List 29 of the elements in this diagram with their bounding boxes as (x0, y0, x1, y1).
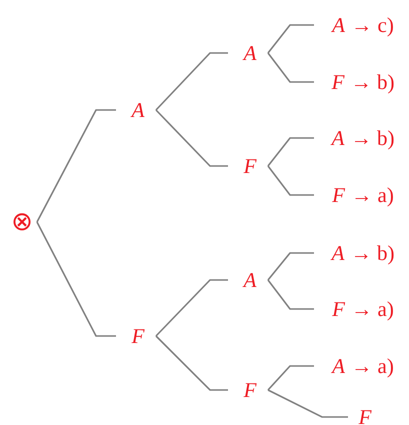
branch-line (267, 252, 314, 280)
tree-node-label: A (232, 41, 268, 65)
branch-line (267, 166, 314, 196)
tree-node-label: A → c) (318, 13, 408, 37)
tree-node-label: F (232, 378, 268, 402)
branch-line (155, 52, 228, 111)
tree-node-label: F → b) (318, 70, 408, 94)
tree-node-label: F → a) (318, 183, 408, 207)
tree-node-label: F (232, 154, 268, 178)
branch-line (267, 52, 314, 83)
branch-line (267, 280, 314, 310)
tree-node-label: A (232, 268, 268, 292)
operator-symbol: ⊗ (7, 207, 37, 237)
branch-line (155, 279, 228, 337)
tree-node-label: A → b) (318, 241, 408, 265)
branch-line (36, 222, 116, 337)
tree-node-label: A (120, 98, 156, 122)
branch-line (36, 109, 116, 222)
tree-node-label: F (352, 407, 378, 425)
tree-node-label: A → b) (318, 126, 408, 150)
branch-line (267, 365, 314, 391)
tree-node-label: F → a) (318, 297, 408, 321)
tree-node-label: A → a) (318, 354, 408, 378)
branch-line (267, 24, 314, 54)
branch-line (268, 389, 348, 418)
branch-line (155, 335, 228, 391)
tree-node-label: F (120, 324, 156, 348)
branch-line (155, 109, 228, 167)
branch-line (267, 137, 314, 166)
